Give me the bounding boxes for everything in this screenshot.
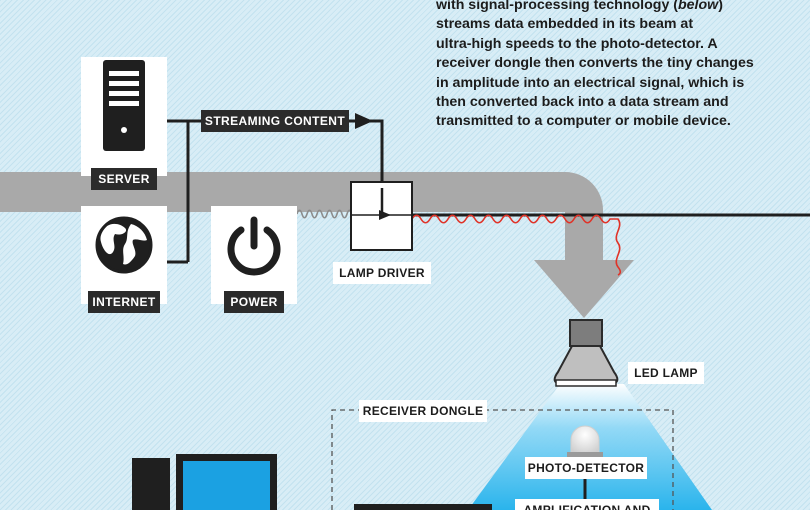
- internet-card: [81, 206, 167, 304]
- led-lamp-icon: [553, 319, 619, 387]
- lamp-driver-label: LAMP DRIVER: [333, 262, 431, 284]
- server-tower-icon: [103, 60, 145, 151]
- lamp-driver-arrow: [379, 210, 391, 220]
- description-line: with signal-processing technology (: [436, 0, 678, 13]
- description-line: ): [718, 0, 723, 13]
- description-line: transmitted to a computer or mobile devi…: [436, 113, 731, 130]
- stream-arrow-head: [355, 113, 373, 129]
- description-paragraph: with signal-processing technology (below…: [436, 0, 808, 132]
- power-label: POWER: [224, 291, 284, 313]
- description-line: receiver dongle then converts the tiny c…: [436, 55, 754, 72]
- server-label: SERVER: [91, 168, 157, 190]
- internet-label: INTERNET: [88, 291, 160, 313]
- modulated-signal-wire: [411, 214, 622, 276]
- power-icon: [227, 216, 281, 276]
- photo-detector-label: PHOTO-DETECTOR: [525, 457, 647, 479]
- power-coil: [296, 209, 353, 219]
- globe-icon: [95, 216, 153, 274]
- streaming-content-label: STREAMING CONTENT: [201, 110, 349, 132]
- description-line: ultra-high speeds to the photo-detector.…: [436, 35, 718, 52]
- led-lamp-label: LED LAMP: [628, 362, 704, 384]
- server-card: [81, 57, 167, 176]
- description-emphasis: below: [678, 0, 719, 13]
- description-line: streams data embedded in its beam at: [436, 16, 694, 33]
- photo-detector-icon: [567, 425, 603, 500]
- amplification-label: AMPLIFICATION AND: [515, 499, 659, 510]
- description-line: then converted back into a data stream a…: [436, 94, 729, 111]
- power-card: [211, 206, 297, 304]
- computer-icon: [132, 454, 277, 510]
- description-line: in amplitude into an electrical signal, …: [436, 74, 745, 91]
- amplification-module: [354, 504, 492, 510]
- receiver-dongle-frame: [331, 409, 674, 510]
- receiver-dongle-label: RECEIVER DONGLE: [359, 400, 487, 422]
